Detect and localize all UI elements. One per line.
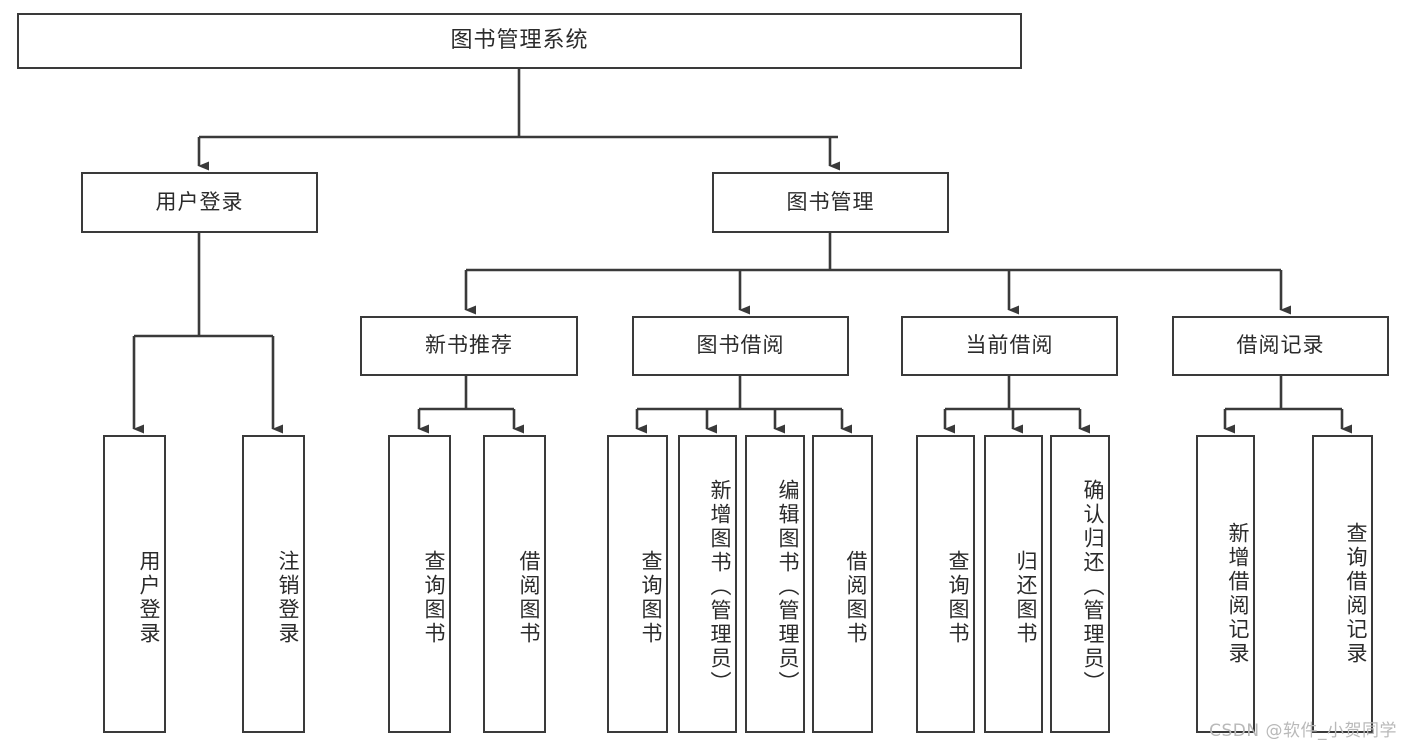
node-borrow-record-label: 借阅记录 <box>1236 333 1325 358</box>
node-leaf-query-book-2[interactable]: 查询图书 <box>607 435 668 733</box>
node-leaf-confirm-return-label: 确认归还（管理员） <box>1081 479 1105 695</box>
node-leaf-borrow-book-2[interactable]: 借阅图书 <box>812 435 873 733</box>
node-leaf-logout[interactable]: 注销登录 <box>242 435 305 733</box>
node-leaf-add-record[interactable]: 新增借阅记录 <box>1196 435 1255 733</box>
node-leaf-query-book-1-label: 查询图书 <box>422 550 446 646</box>
node-root[interactable]: 图书管理系统 <box>17 13 1022 69</box>
node-current-borrow-label: 当前借阅 <box>965 333 1054 358</box>
node-new-book-recommend-label: 新书推荐 <box>425 333 513 358</box>
node-leaf-borrow-book-1-label: 借阅图书 <box>517 550 541 646</box>
node-leaf-borrow-book-2-label: 借阅图书 <box>844 550 868 646</box>
node-leaf-edit-book-label: 编辑图书（管理员） <box>776 479 800 695</box>
watermark-text: CSDN @软件_小贺同学 <box>1209 721 1397 741</box>
node-leaf-query-book-3-label: 查询图书 <box>946 550 970 646</box>
node-new-book-recommend[interactable]: 新书推荐 <box>360 316 578 376</box>
node-book-borrow[interactable]: 图书借阅 <box>632 316 849 376</box>
node-book-manage-label: 图书管理 <box>786 189 875 214</box>
node-leaf-query-book-1[interactable]: 查询图书 <box>388 435 451 733</box>
node-leaf-add-book[interactable]: 新增图书（管理员） <box>678 435 737 733</box>
node-book-manage[interactable]: 图书管理 <box>712 172 949 233</box>
node-leaf-add-record-label: 新增借阅记录 <box>1226 522 1250 666</box>
node-leaf-logout-label: 注销登录 <box>276 550 300 646</box>
node-root-label: 图书管理系统 <box>450 27 589 53</box>
node-user-login-label: 用户登录 <box>155 189 244 214</box>
node-leaf-query-record-label: 查询借阅记录 <box>1344 522 1368 666</box>
node-leaf-edit-book[interactable]: 编辑图书（管理员） <box>745 435 805 733</box>
node-leaf-add-book-label: 新增图书（管理员） <box>708 479 732 695</box>
node-leaf-query-record[interactable]: 查询借阅记录 <box>1312 435 1373 733</box>
node-leaf-query-book-3[interactable]: 查询图书 <box>916 435 975 733</box>
node-leaf-query-book-2-label: 查询图书 <box>639 550 663 646</box>
node-leaf-user-login[interactable]: 用户登录 <box>103 435 166 733</box>
node-book-borrow-label: 图书借阅 <box>696 333 785 358</box>
node-leaf-user-login-label: 用户登录 <box>137 550 161 646</box>
node-leaf-return-book-label: 归还图书 <box>1014 550 1038 646</box>
node-borrow-record[interactable]: 借阅记录 <box>1172 316 1389 376</box>
node-user-login[interactable]: 用户登录 <box>81 172 318 233</box>
node-leaf-borrow-book-1[interactable]: 借阅图书 <box>483 435 546 733</box>
node-leaf-return-book[interactable]: 归还图书 <box>984 435 1043 733</box>
node-current-borrow[interactable]: 当前借阅 <box>901 316 1118 376</box>
node-leaf-confirm-return[interactable]: 确认归还（管理员） <box>1050 435 1110 733</box>
